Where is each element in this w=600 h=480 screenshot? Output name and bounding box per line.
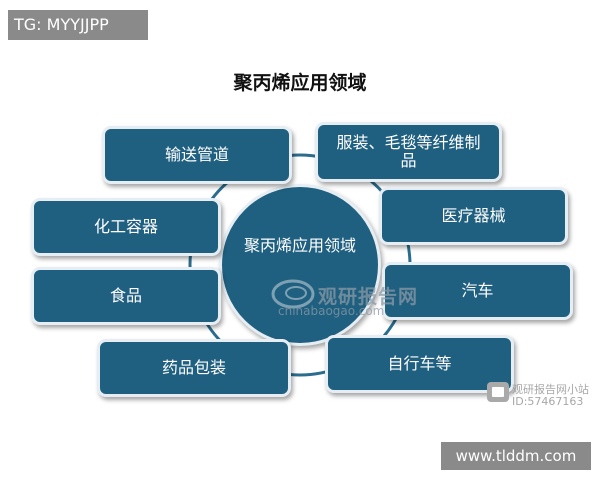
tg-badge: TG: MYYJJPP — [8, 10, 148, 40]
watermark-account-name: 观研报告网小站 — [512, 383, 589, 396]
node-yiliao: 医疗器械 — [379, 187, 568, 245]
diagram-title: 聚丙烯应用领域 — [233, 72, 367, 94]
node-fuzhuang: 服装、毛毯等纤维制品 — [315, 122, 502, 182]
node-huagong: 化工容器 — [31, 198, 221, 256]
watermark-account-id: ID:57467163 — [512, 395, 584, 408]
node-yaopin: 药品包装 — [97, 339, 291, 397]
node-label: 汽车 — [461, 281, 494, 300]
watermark-brand: 观研报告网 — [318, 286, 419, 308]
node-label: 化工容器 — [93, 217, 158, 236]
node-label: 医疗器械 — [441, 206, 506, 225]
site-badge: www.tlddm.com — [441, 442, 591, 470]
node-label: 输送管道 — [164, 145, 229, 164]
watermark-url: chinabaogao.com — [278, 304, 385, 318]
node-zixingche: 自行车等 — [325, 335, 514, 393]
node-shipin: 食品 — [31, 267, 221, 325]
node-label: 药品包装 — [161, 358, 226, 377]
node-qiche: 汽车 — [382, 262, 573, 320]
node-label: 食品 — [109, 286, 142, 305]
center-label: 聚丙烯应用领域 — [243, 236, 356, 255]
node-label: 服装、毛毯等纤维制品 — [336, 133, 481, 170]
node-shu-song: 输送管道 — [102, 126, 292, 184]
center-circle — [219, 184, 381, 346]
node-label: 自行车等 — [387, 354, 452, 373]
